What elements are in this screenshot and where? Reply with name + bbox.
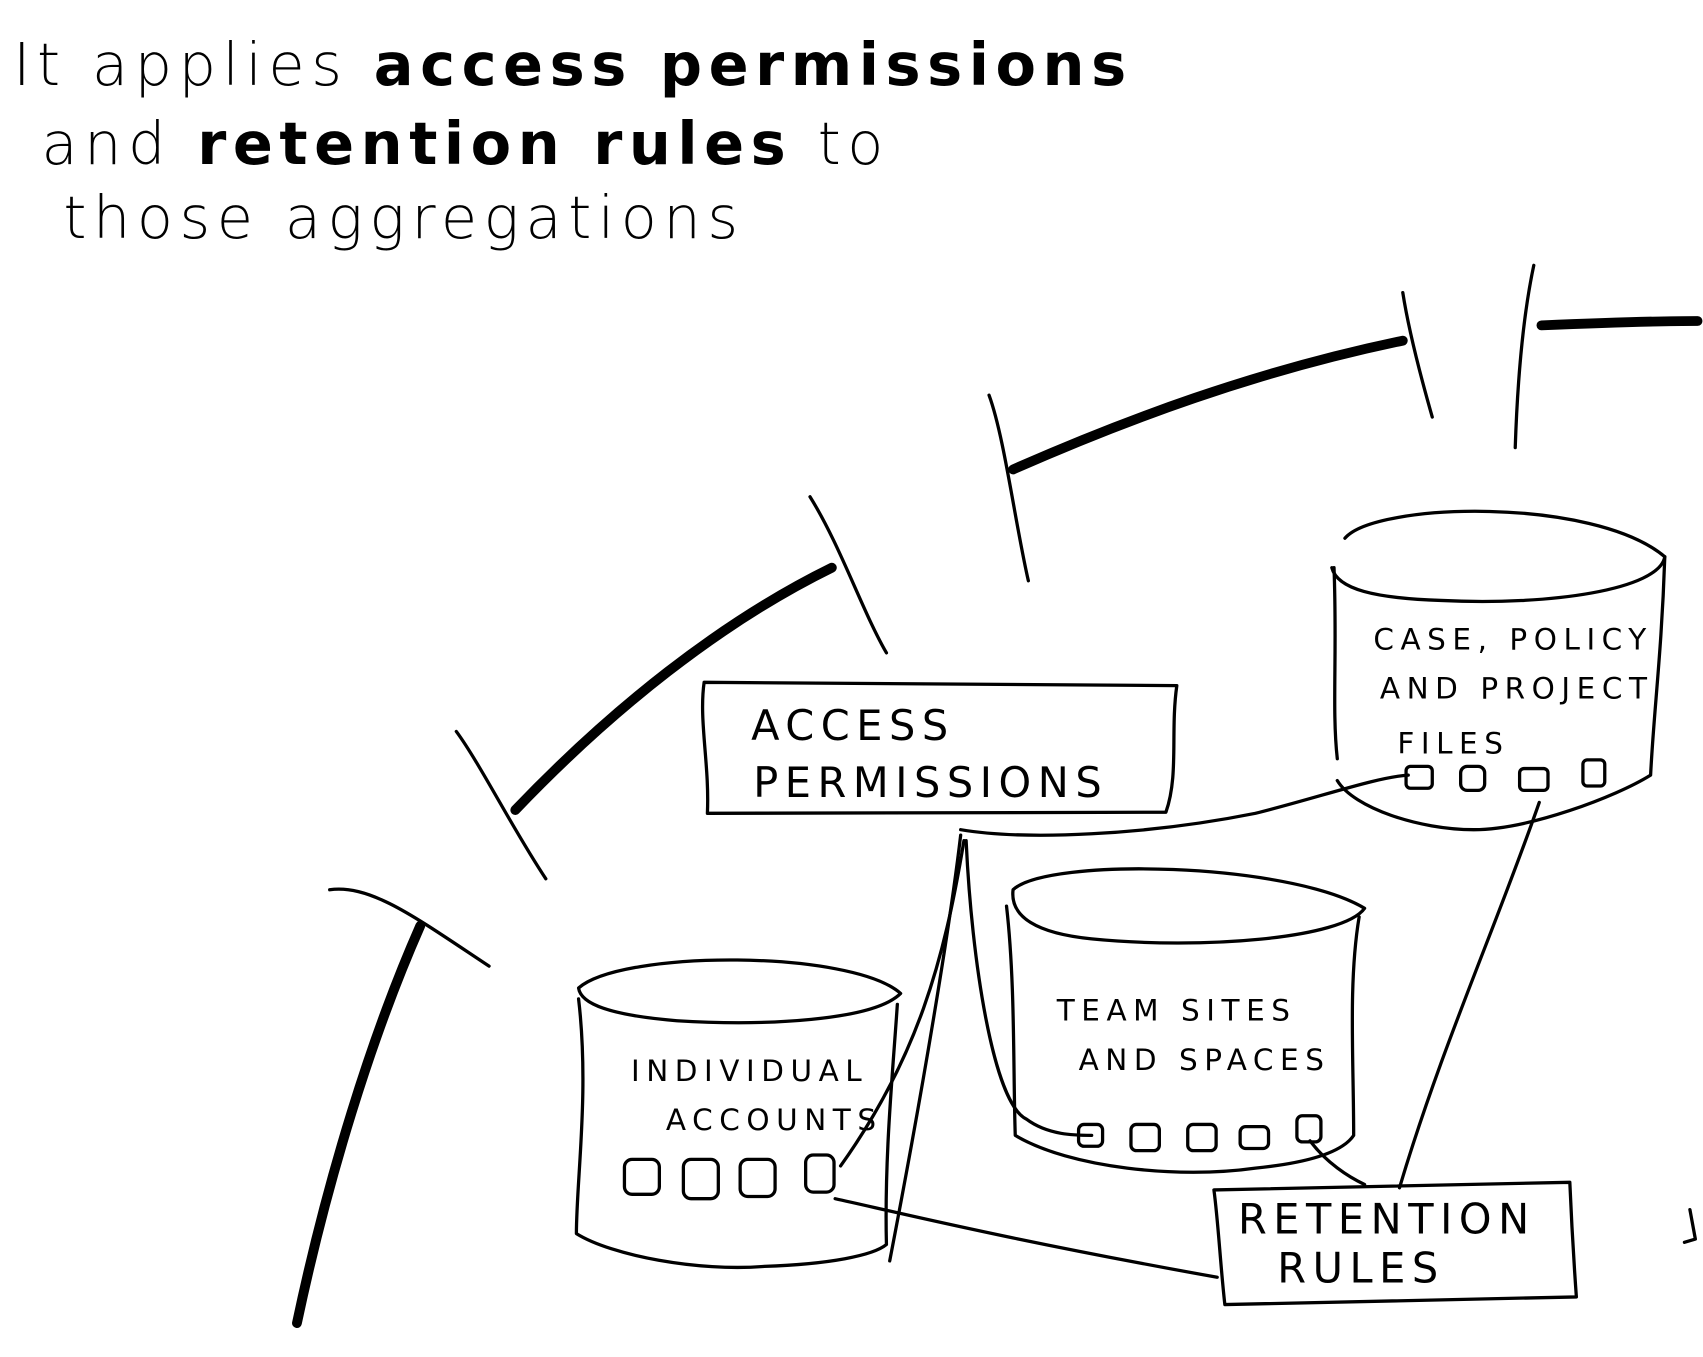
- svg-text:and retention rules to: and retention rules to: [41, 109, 889, 178]
- access-permissions-box: ACCESS PERMISSIONS: [700, 680, 1179, 815]
- case-files-container: CASE, POLICY AND PROJECT FILES: [1330, 509, 1667, 832]
- site-icons: [1076, 1114, 1323, 1153]
- access-permissions-line1: ACCESS: [751, 701, 955, 750]
- case-files-line1: CASE, POLICY: [1373, 623, 1653, 657]
- heading: It applies access permissions and retent…: [13, 30, 1133, 252]
- individual-accounts-line1: INDIVIDUAL: [631, 1054, 868, 1088]
- broken-arc: [292, 263, 1703, 1329]
- svg-text:It applies access permissions: It applies access permissions: [13, 30, 1133, 99]
- heading-line2-tail: to: [792, 109, 890, 178]
- account-icons: [622, 1153, 836, 1201]
- case-files-line3: FILES: [1397, 726, 1509, 760]
- heading-line1-plain: It applies: [13, 30, 374, 99]
- access-permissions-line2: PERMISSIONS: [753, 758, 1108, 807]
- retention-rules-line1: RETENTION: [1238, 1195, 1536, 1244]
- team-sites-container: TEAM SITES AND SPACES: [1004, 867, 1367, 1174]
- heading-line1-bold: access permissions: [374, 30, 1133, 99]
- case-files-line2: AND PROJECT: [1380, 672, 1654, 706]
- individual-accounts-container: INDIVIDUAL ACCOUNTS: [574, 958, 903, 1270]
- retention-rules-line2: RULES: [1277, 1244, 1445, 1293]
- connectors: [833, 773, 1541, 1279]
- team-sites-line1: TEAM SITES: [1056, 994, 1297, 1028]
- file-icons: [1404, 758, 1607, 793]
- heading-line2-plain: and: [41, 109, 197, 178]
- team-sites-line2: AND SPACES: [1079, 1043, 1331, 1077]
- heading-line3: those aggregations: [63, 183, 744, 252]
- retention-rules-box: RETENTION RULES: [1212, 1180, 1579, 1307]
- individual-accounts-line2: ACCOUNTS: [666, 1103, 883, 1137]
- heading-line2-bold: retention rules: [197, 109, 792, 178]
